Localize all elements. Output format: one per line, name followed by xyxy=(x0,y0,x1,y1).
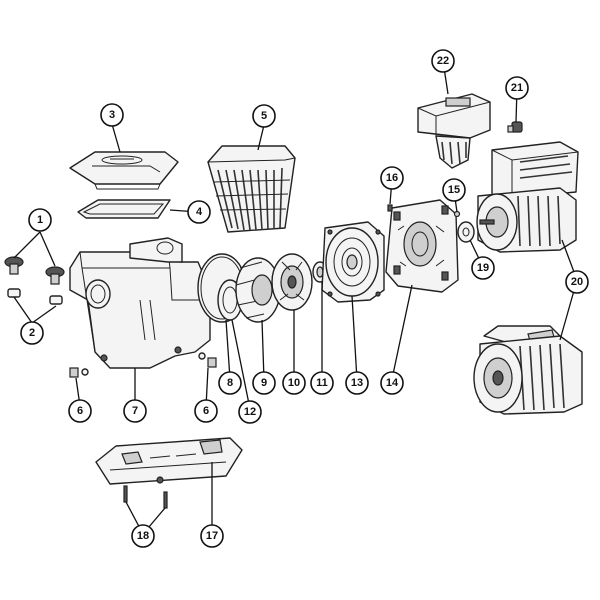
callout-6a: 6 xyxy=(68,399,92,423)
callout-5: 5 xyxy=(252,104,276,128)
callout-label: 16 xyxy=(386,172,398,184)
callout-label: 15 xyxy=(448,184,460,196)
part-6-drain-plugs xyxy=(69,352,217,378)
part-2-plugs xyxy=(7,288,63,305)
callout-label: 4 xyxy=(196,206,203,218)
callout-label: 21 xyxy=(511,82,523,94)
callout-7: 7 xyxy=(123,399,147,423)
callout-label: 6 xyxy=(77,405,83,417)
callout-label: 5 xyxy=(261,110,267,122)
callout-label: 9 xyxy=(261,377,267,389)
callout-label: 7 xyxy=(132,405,138,417)
callout-22: 22 xyxy=(431,49,455,73)
part-17-base xyxy=(95,437,243,485)
callout-12: 12 xyxy=(238,400,262,424)
callout-13: 13 xyxy=(345,371,369,395)
callout-label: 6 xyxy=(203,405,209,417)
part-20-motor-lower xyxy=(473,325,583,415)
callout-11: 11 xyxy=(310,371,334,395)
callout-1: 1 xyxy=(28,208,52,232)
callout-9: 9 xyxy=(252,371,276,395)
part-20-motor-upper xyxy=(476,141,579,253)
part-18-screws xyxy=(123,485,168,509)
part-1-hand-knobs xyxy=(4,256,65,285)
callout-20: 20 xyxy=(565,270,589,294)
callout-label: 14 xyxy=(386,377,399,389)
part-13-seal-plate xyxy=(321,221,385,303)
callout-8: 8 xyxy=(218,371,242,395)
callout-15: 15 xyxy=(442,178,466,202)
part-15-washer xyxy=(453,210,461,218)
callout-label: 2 xyxy=(29,327,35,339)
callout-6b: 6 xyxy=(194,399,218,423)
callout-label: 13 xyxy=(351,377,363,389)
callout-18: 18 xyxy=(131,524,155,548)
callout-3: 3 xyxy=(100,103,124,127)
part-9-diffuser xyxy=(235,257,281,323)
callout-16: 16 xyxy=(380,166,404,190)
callout-17: 17 xyxy=(200,524,224,548)
callout-19: 19 xyxy=(471,256,495,280)
callout-2: 2 xyxy=(20,321,44,345)
callout-label: 22 xyxy=(437,55,449,67)
callout-label: 17 xyxy=(206,530,218,542)
part-10-impeller xyxy=(271,253,313,311)
callout-14: 14 xyxy=(380,371,404,395)
callout-10: 10 xyxy=(282,371,306,395)
callout-label: 1 xyxy=(37,214,43,226)
callout-label: 8 xyxy=(227,377,233,389)
callout-label: 11 xyxy=(316,377,328,389)
part-7-pump-housing xyxy=(69,237,211,369)
part-4-lid-gasket xyxy=(77,199,171,219)
callout-label: 18 xyxy=(137,530,149,542)
part-14-motor-bracket xyxy=(385,199,459,293)
part-22-drive xyxy=(417,93,491,169)
part-21-cap xyxy=(507,121,523,133)
callout-label: 20 xyxy=(571,276,583,288)
callout-label: 12 xyxy=(244,406,256,418)
part-19-slinger xyxy=(457,221,475,243)
leader-lines xyxy=(13,60,578,535)
callout-4: 4 xyxy=(187,200,211,224)
callout-label: 3 xyxy=(109,109,115,121)
part-5-strainer-basket xyxy=(207,145,296,233)
callout-label: 19 xyxy=(477,262,489,274)
callout-21: 21 xyxy=(505,76,529,100)
callout-label: 10 xyxy=(288,377,300,389)
part-3-lid xyxy=(69,151,179,190)
part-16-bolts xyxy=(387,204,393,212)
